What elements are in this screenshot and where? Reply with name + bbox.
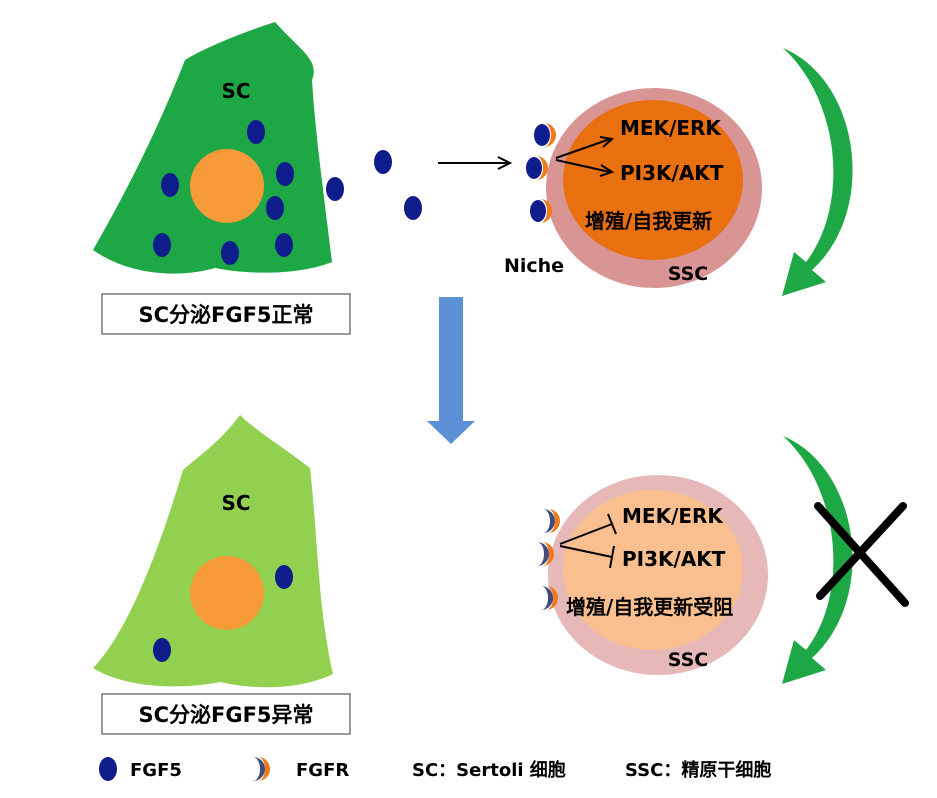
caption-bottom: SC分泌FGF5异常	[138, 703, 313, 727]
sertoli-cell-normal	[93, 22, 332, 274]
outcome-top: 增殖/自我更新	[585, 209, 712, 233]
secretion-arrow	[438, 156, 513, 170]
pathway-mek-erk-top: MEK/ERK	[620, 116, 722, 140]
fgf5-dots-secreted	[326, 150, 422, 220]
nucleus-top	[190, 149, 264, 223]
legend-fgf5-icon	[99, 757, 117, 781]
renewal-arrow-top	[782, 48, 853, 296]
pathway-inhibition-bottom	[559, 513, 617, 569]
outcome-bottom: 增殖/自我更新受阻	[566, 595, 733, 619]
pathway-pi3k-akt-bottom: PI3K/AKT	[622, 547, 726, 571]
legend: FGF5 FGFR SC：Sertoli 细胞 SSC：精原干细胞	[99, 757, 771, 781]
pathway-arrows-top	[555, 136, 615, 177]
transition-arrow-down	[427, 297, 475, 444]
sc-label-bottom: SC	[221, 491, 250, 515]
top-panel: SC SC分泌FGF5正常	[93, 22, 853, 335]
ssc-label-top: SSC	[668, 263, 708, 285]
caption-top: SC分泌FGF5正常	[138, 303, 313, 327]
legend-fgfr-icon	[253, 757, 270, 781]
nucleus-bottom	[190, 556, 264, 630]
bottom-panel: SC SC分泌FGF5异常 MEK/ERK PI3K/AKT 增殖/自我更新受阻…	[93, 415, 909, 735]
sertoli-cell-abnormal	[93, 415, 333, 688]
legend-ssc-definition: SSC：精原干细胞	[625, 759, 771, 781]
ssc-inner-abnormal	[563, 490, 743, 650]
sc-label-top: SC	[221, 79, 250, 103]
caption-box-bottom	[101, 693, 351, 735]
caption-box-top	[101, 293, 351, 335]
legend-sc-definition: SC：Sertoli 细胞	[412, 759, 566, 781]
niche-label: Niche	[504, 255, 564, 277]
legend-fgf5-label: FGF5	[130, 760, 182, 781]
pathway-mek-erk-bottom: MEK/ERK	[622, 504, 724, 528]
legend-fgfr-label: FGFR	[296, 760, 349, 781]
renewal-arrow-bottom	[782, 436, 853, 684]
blocked-cross	[814, 502, 909, 607]
fgf5-dots-in-cell-bottom	[153, 565, 293, 662]
pathway-pi3k-akt-top: PI3K/AKT	[620, 161, 724, 185]
ssc-label-bottom: SSC	[668, 649, 708, 671]
fgf5-dots-in-cell-top	[153, 120, 294, 265]
